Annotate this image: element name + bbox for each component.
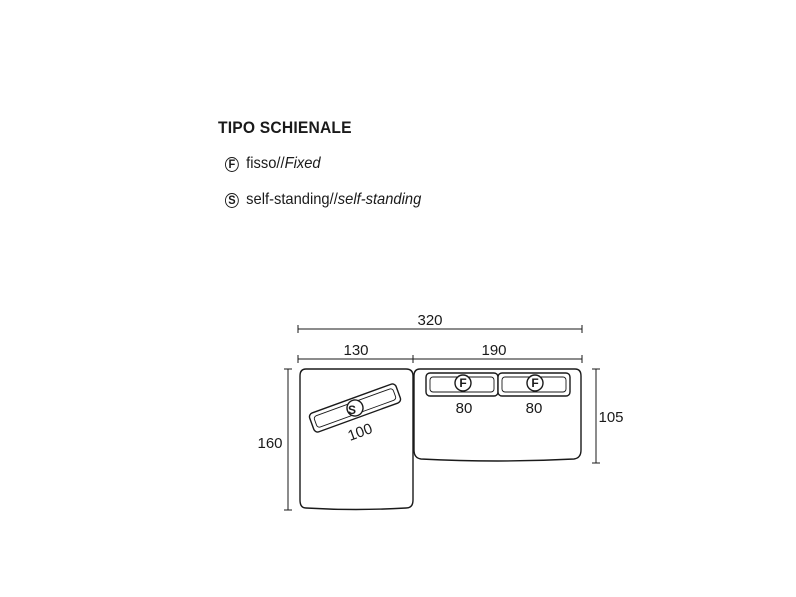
legend-title: TIPO SCHIENALE [218,118,352,137]
cushion-fixed-2 [497,372,571,397]
dim-label-total-depth: 160 [257,435,282,452]
fixed-symbol-icon: F [225,156,239,172]
cushion-fixed-1-symbol: F [459,376,466,390]
dim-label-total-width: 320 [417,312,442,329]
self-standing-symbol-icon: S [225,192,239,208]
cushion-self-standing [308,383,402,433]
legend-label-self-standing: self-standing//self-standing [246,191,422,208]
cushion-fixed-2-size: 80 [526,400,543,417]
cushion-self-standing-symbol: S [348,403,356,417]
dim-label-right-depth: 105 [598,409,623,426]
cushion-fixed-1 [425,372,499,397]
dim-label-right-width: 190 [481,342,506,359]
legend-item-self-standing: S self-standing//self-standing [225,191,421,209]
dim-label-left-width: 130 [343,342,368,359]
cushion-fixed-1-size: 80 [456,400,473,417]
cushion-fixed-2-symbol: F [531,376,538,390]
legend-item-fixed: F fisso//Fixed [225,155,321,173]
legend-label-fixed: fisso//Fixed [246,155,321,172]
